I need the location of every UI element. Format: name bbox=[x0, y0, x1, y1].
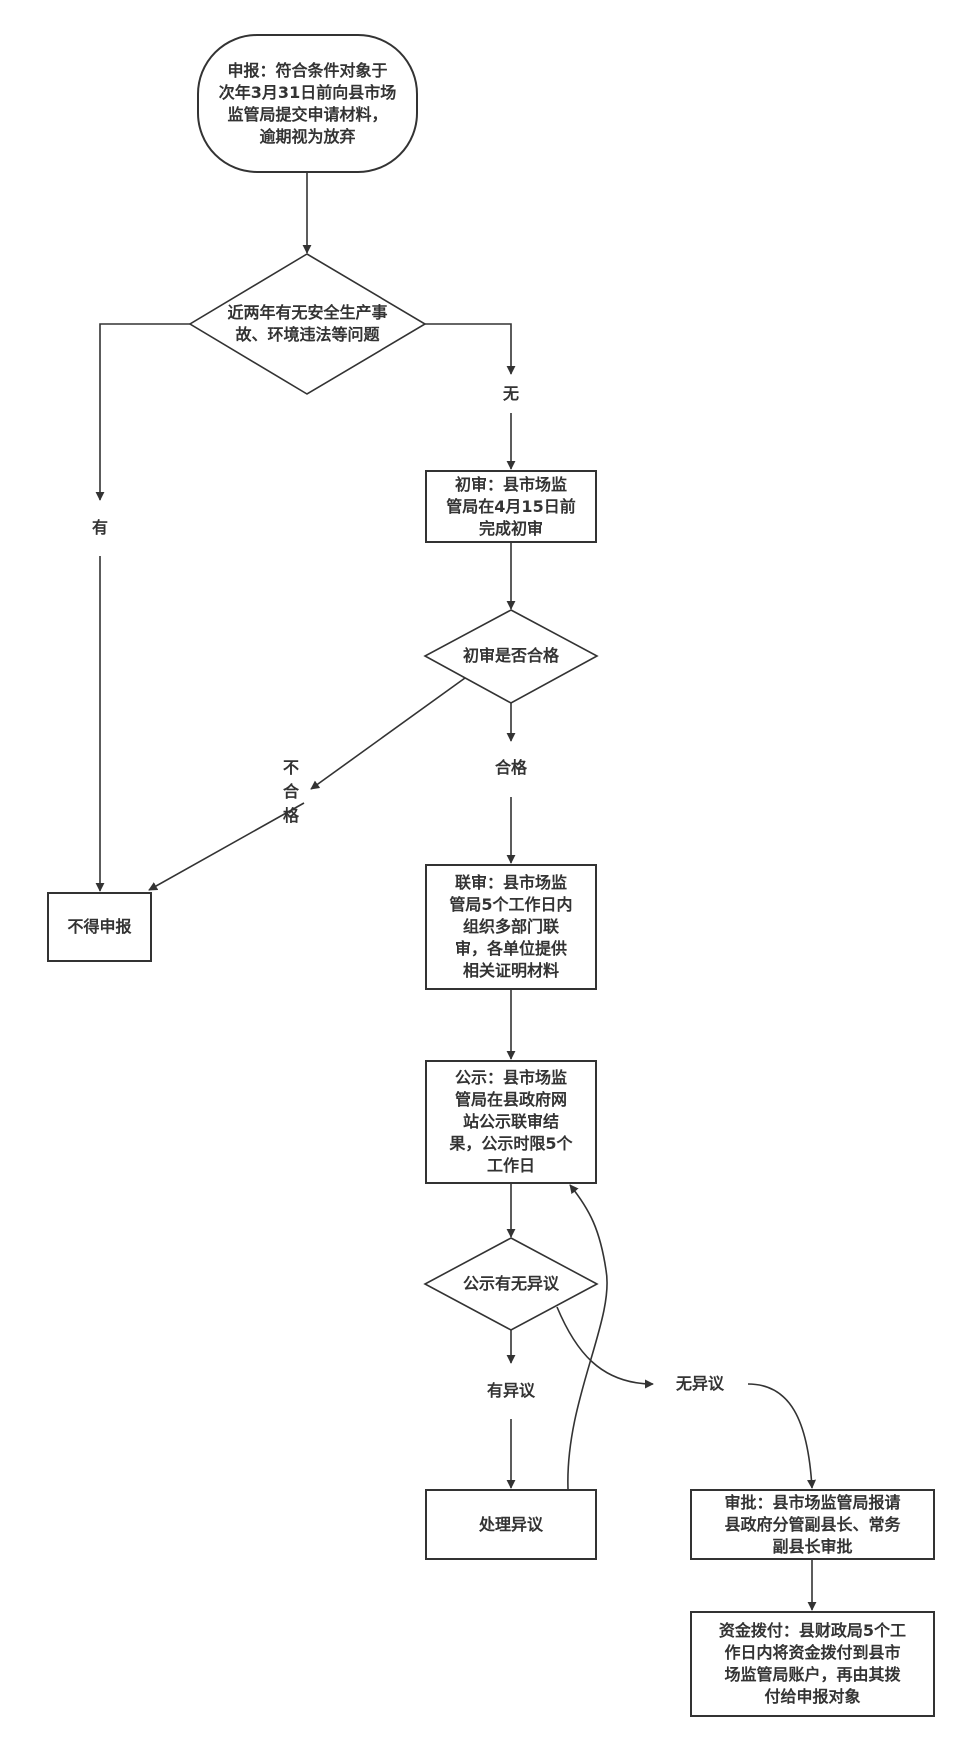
approval-node: 审批：县市场监管局报请 县政府分管副县长、常务 副县长审批 bbox=[690, 1489, 935, 1560]
node-text: 初审是否合格 bbox=[462, 646, 559, 665]
handle-objection-node: 处理异议 bbox=[425, 1489, 597, 1560]
node-text: 监管局提交申请材料， bbox=[227, 104, 388, 124]
decision-accident-node: 近两年有无安全生产事 故、环境违法等问题 bbox=[190, 294, 425, 354]
node-text: 次年3月31日前向县市场 bbox=[218, 82, 397, 102]
edge-no-objection-b bbox=[747, 1383, 817, 1489]
node-text: 处理异议 bbox=[478, 1514, 543, 1534]
edge-handled-back-to-publicity bbox=[567, 1184, 608, 1490]
decision-accident-shape bbox=[188, 253, 427, 395]
initial-review-node: 初审：县市场监 管局在4月15日前 完成初审 bbox=[425, 470, 597, 543]
funding-node: 资金拨付：县财政局5个工 作日内将资金拨付到县市 场监管局账户，再由其拨 付给申… bbox=[690, 1611, 935, 1717]
edge-label-no-objection: 无异议 bbox=[675, 1373, 725, 1395]
node-text: 不得申报 bbox=[67, 917, 132, 936]
node-text: 工作日 bbox=[486, 1156, 535, 1175]
node-text: 逾期视为放弃 bbox=[259, 126, 356, 146]
node-text: 联审：县市场监 bbox=[454, 873, 567, 892]
node-text: 资金拨付：县财政局5个工 bbox=[718, 1621, 907, 1640]
node-text: 相关证明材料 bbox=[462, 961, 559, 980]
node-text: 县政府分管副县长、常务 bbox=[724, 1514, 901, 1534]
node-text: 审批：县市场监管局报请 bbox=[724, 1492, 901, 1512]
edge-label-no: 无 bbox=[502, 383, 520, 405]
edge-label-fail-char: 格 bbox=[282, 806, 299, 825]
edge-no-objection-a bbox=[556, 1306, 654, 1389]
node-text: 组织多部门联 bbox=[462, 917, 559, 936]
node-text: 管局在县政府网 bbox=[454, 1090, 567, 1109]
joint-review-node: 联审：县市场监 管局5个工作日内 组织多部门联 审，各单位提供 相关证明材料 bbox=[425, 864, 597, 990]
publicity-node: 公示：县市场监 管局在县政府网 站公示联审结 果，公示时限5个 工作日 bbox=[425, 1060, 597, 1184]
node-text: 场监管局账户，再由其拨 bbox=[724, 1665, 901, 1684]
node-text: 故、环境违法等问题 bbox=[235, 325, 380, 344]
node-text: 申报：符合条件对象于 bbox=[227, 60, 388, 80]
rejected-node: 不得申报 bbox=[47, 892, 152, 962]
edge-label-fail: 不 合 格 bbox=[281, 756, 301, 828]
node-text: 公示有无异议 bbox=[462, 1274, 559, 1293]
start-apply-node: 申报：符合条件对象于 次年3月31日前向县市场 监管局提交申请材料， 逾期视为放… bbox=[197, 34, 418, 173]
edge-fail-b bbox=[148, 802, 305, 891]
node-text: 作日内将资金拨付到县市 bbox=[724, 1643, 901, 1662]
edge-fail-a bbox=[310, 677, 466, 790]
node-text: 副县长审批 bbox=[772, 1536, 853, 1556]
node-text: 管局在4月15日前 bbox=[446, 496, 576, 516]
edge-label-yes: 有 bbox=[91, 517, 109, 539]
edge-label-fail-char: 合 bbox=[282, 782, 299, 801]
node-text: 站公示联审结 bbox=[462, 1112, 559, 1131]
edge-check-no-a bbox=[425, 323, 516, 375]
node-text: 完成初审 bbox=[478, 518, 543, 538]
edge-label-has-objection: 有异议 bbox=[486, 1380, 536, 1402]
decision-objection-node: 公示有无异议 bbox=[425, 1273, 597, 1295]
node-text: 付给申报对象 bbox=[764, 1687, 861, 1706]
node-text: 近两年有无安全生产事 bbox=[227, 303, 388, 322]
edge-check-yes-a bbox=[95, 323, 190, 501]
edge-label-pass: 合格 bbox=[494, 757, 528, 779]
node-text: 公示：县市场监 bbox=[454, 1068, 567, 1087]
node-text: 管局5个工作日内 bbox=[449, 895, 573, 914]
node-text: 果，公示时限5个 bbox=[449, 1134, 573, 1153]
node-text: 审，各单位提供 bbox=[454, 939, 567, 958]
edge-label-fail-char: 不 bbox=[282, 758, 299, 777]
decision-initial-pass-node: 初审是否合格 bbox=[425, 645, 597, 667]
node-text: 初审：县市场监 bbox=[454, 474, 567, 494]
